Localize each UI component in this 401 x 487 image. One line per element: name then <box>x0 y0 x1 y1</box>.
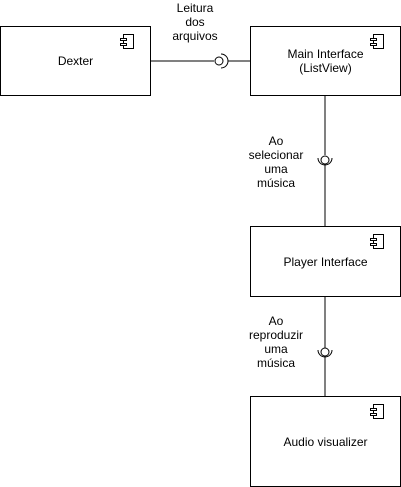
component-audio-visualizer[interactable]: Audio visualizer <box>250 396 401 487</box>
connector-label-player-audio: Ao reproduzir uma música <box>248 314 304 370</box>
ball-player-audio <box>320 347 330 357</box>
component-label-dexter: Dexter <box>57 54 94 68</box>
component-label-main-interface: Main Interface (ListView) <box>287 47 364 75</box>
ball-main-player <box>320 155 330 165</box>
connector-label-main-player: Ao selecionar uma música <box>248 134 304 190</box>
component-label-player-interface: Player Interface <box>283 254 368 269</box>
component-label-audio-visualizer: Audio visualizer <box>283 434 368 449</box>
required-interface-ball-dexter-main <box>214 56 224 66</box>
component-player-interface[interactable]: Player Interface <box>250 226 401 297</box>
uml-component-icon <box>370 34 384 49</box>
component-dexter[interactable]: Dexter <box>0 26 151 96</box>
uml-component-icon <box>370 234 384 249</box>
connector-label-dexter-main: Leitura dos arquivos <box>172 1 218 43</box>
uml-component-icon <box>370 404 384 419</box>
uml-component-icon <box>120 34 134 49</box>
component-main-interface[interactable]: Main Interface (ListView) <box>250 26 401 96</box>
